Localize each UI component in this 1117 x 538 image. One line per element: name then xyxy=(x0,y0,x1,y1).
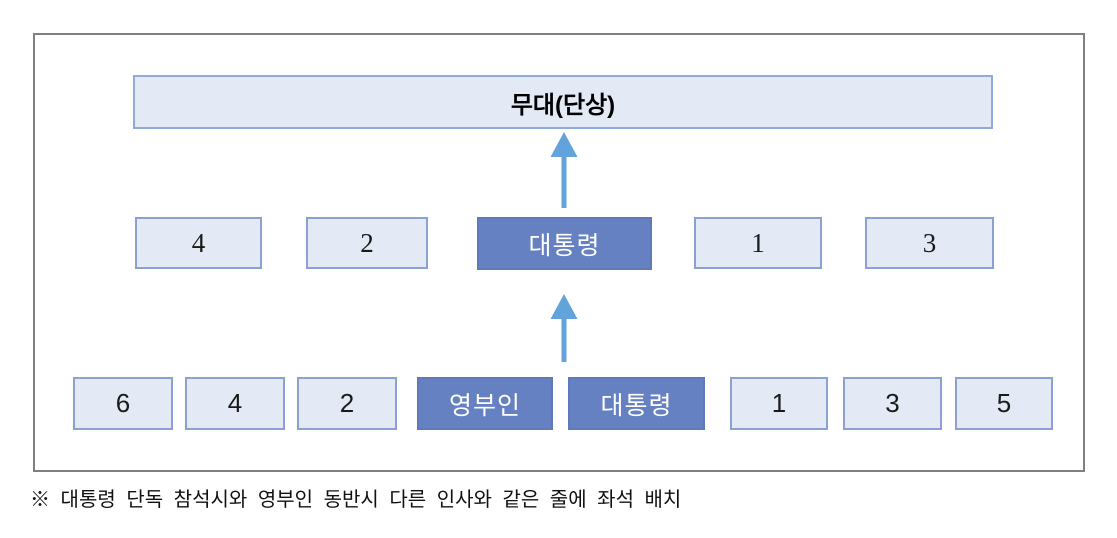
seat-bottom-2: 2 xyxy=(297,377,397,430)
seat-label: 5 xyxy=(996,388,1012,418)
seat-middle-2: 2 xyxy=(306,217,428,269)
seat-label: 대통령 xyxy=(600,391,673,420)
seat-label: 3 xyxy=(922,227,937,258)
seat-middle-3: 3 xyxy=(865,217,994,269)
seat-middle-president: 대통령 xyxy=(477,217,652,270)
seat-label: 2 xyxy=(339,388,355,418)
up-arrow-icon xyxy=(550,294,578,362)
stage-label: 무대(단상) xyxy=(510,91,616,119)
footnote: ※ 대통령 단독 참석시와 영부인 동반시 다른 인사와 같은 줄에 좌석 배치 xyxy=(30,489,682,511)
seat-bottom-3: 3 xyxy=(843,377,942,430)
seat-label: 대통령 xyxy=(528,232,601,260)
seat-label: 6 xyxy=(115,388,131,418)
seat-bottom-president: 대통령 xyxy=(568,377,705,430)
seat-bottom-first-lady: 영부인 xyxy=(417,377,553,430)
seat-bottom-4: 4 xyxy=(185,377,285,430)
seat-middle-1: 1 xyxy=(694,217,822,269)
seat-middle-4: 4 xyxy=(135,217,262,269)
seat-label: 영부인 xyxy=(448,391,521,420)
seat-label: 1 xyxy=(771,388,787,418)
stage-box: 무대(단상) xyxy=(133,75,993,129)
up-arrow-icon xyxy=(550,132,578,208)
seat-bottom-6: 6 xyxy=(73,377,173,430)
seat-label: 4 xyxy=(191,227,206,258)
seat-label: 4 xyxy=(227,388,243,418)
seat-bottom-1: 1 xyxy=(730,377,828,430)
seat-label: 1 xyxy=(751,227,765,258)
seat-label: 3 xyxy=(885,388,900,418)
seat-bottom-5: 5 xyxy=(955,377,1053,430)
seat-label: 2 xyxy=(360,227,374,258)
